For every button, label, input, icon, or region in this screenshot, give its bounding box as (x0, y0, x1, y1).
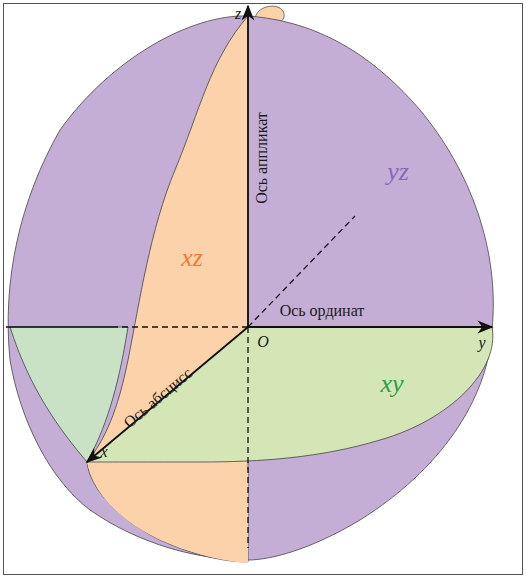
plane-xy (87, 327, 493, 462)
z-axis-hidden (247, 327, 248, 548)
axis-letter: x (100, 444, 107, 460)
plane-name: xz (181, 245, 203, 271)
plane-xz-lower (87, 462, 248, 563)
x-axis (87, 327, 248, 462)
y-axis-back (6, 326, 118, 328)
plane-xz (87, 16, 248, 562)
plane-name: xy (380, 371, 403, 397)
axis-letter: y (478, 335, 485, 351)
origin-label: O (257, 334, 269, 350)
plane-yz (8, 16, 493, 560)
y-axis (248, 326, 492, 328)
axis-letter: z (235, 6, 241, 22)
axis-name: Ось аппликат (254, 112, 270, 204)
frame (4, 4, 523, 575)
axis-name: Ось ординат (280, 303, 365, 319)
plane-name: yz (387, 159, 409, 185)
y-axis-hidden (122, 326, 248, 327)
z-axis (247, 6, 249, 327)
